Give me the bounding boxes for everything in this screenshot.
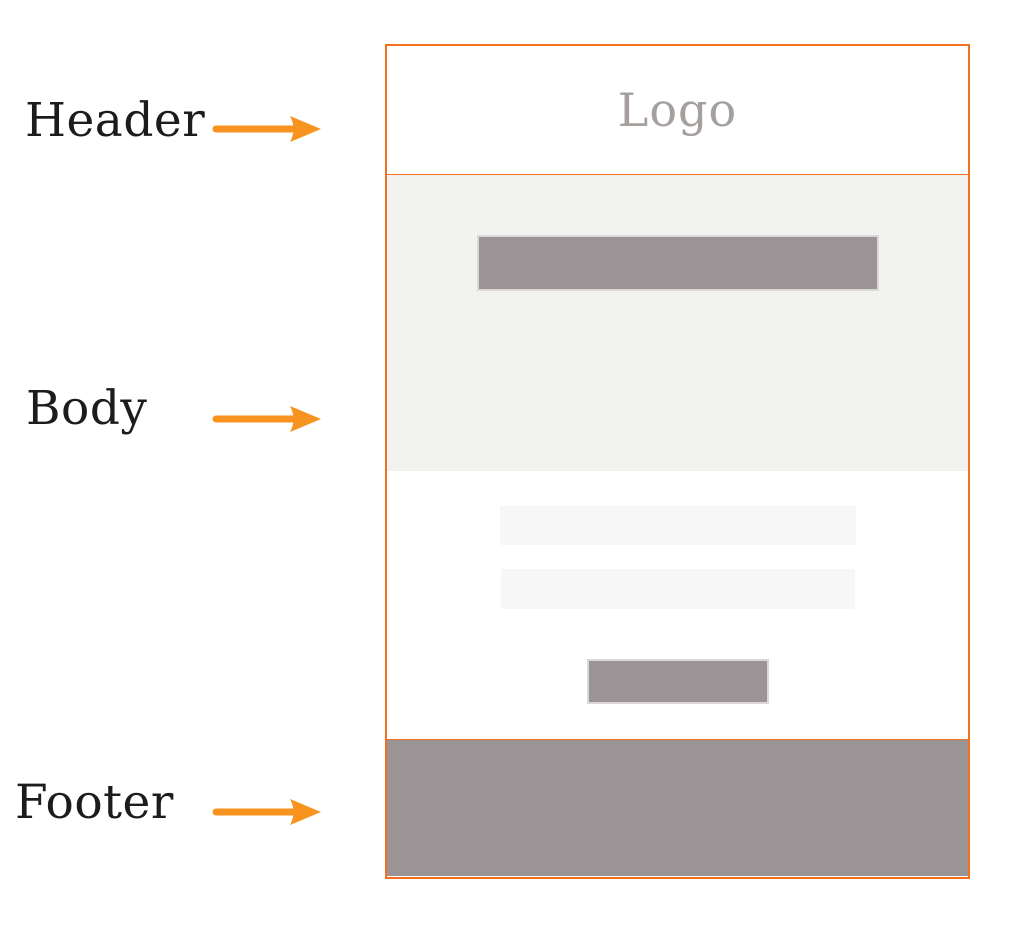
text-placeholder-bar-2	[500, 569, 855, 609]
footer-annotation-label: Footer	[15, 775, 174, 830]
arrow-right-icon	[212, 406, 321, 432]
arrow-right-icon	[212, 116, 321, 142]
wireframe-body-hero-area	[387, 175, 968, 471]
wireframe-footer-section	[387, 739, 968, 876]
text-placeholder-bar-1	[499, 506, 856, 545]
header-annotation-label: Header	[25, 93, 206, 148]
wireframe-header-section: Logo	[387, 46, 968, 175]
logo-text: Logo	[617, 83, 738, 137]
wireframe-body-content-area	[387, 471, 968, 739]
body-annotation-label: Body	[26, 381, 148, 436]
arrow-right-icon	[212, 799, 321, 825]
wireframe-mockup: Logo	[385, 44, 970, 879]
headline-placeholder-bar	[476, 235, 879, 291]
button-placeholder	[586, 659, 769, 704]
